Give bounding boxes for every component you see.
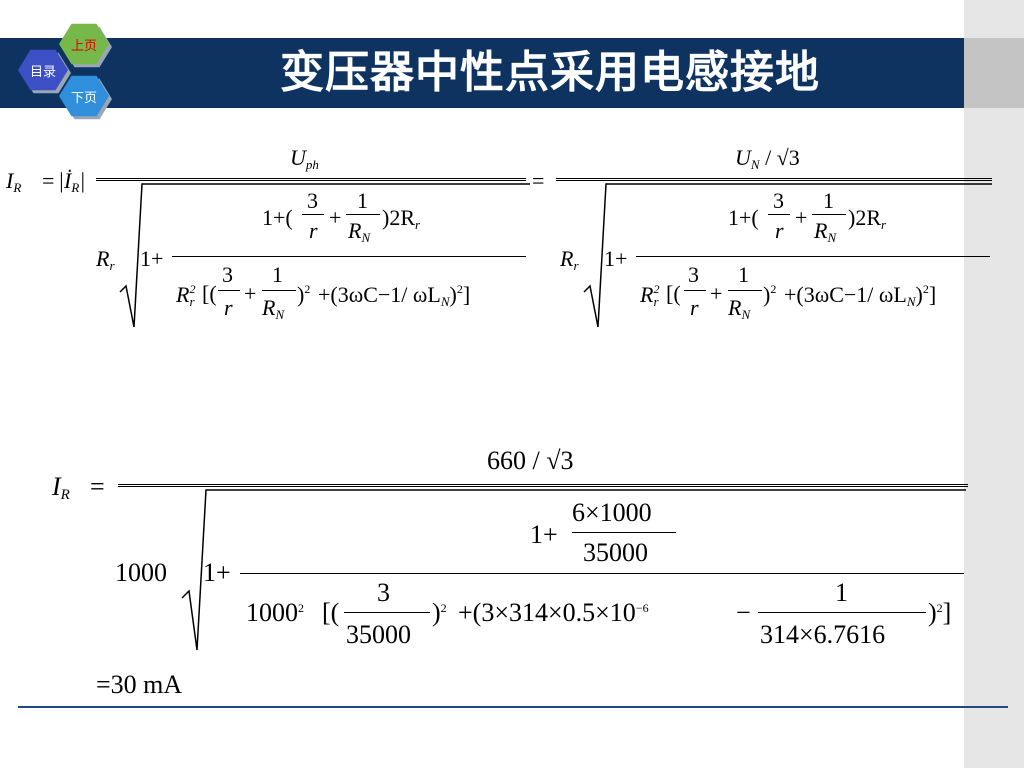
den-1000sq: 10002 [246,598,304,627]
main-fraction-bar-right [556,178,992,181]
f3-den: 35000 [346,620,411,649]
frac-r: r [690,295,699,320]
den-Rr2: R2r [176,282,196,309]
lhs-IR: IR [52,472,70,503]
frac-1: 1 [272,262,283,287]
plus: + [329,205,342,230]
rail-header-block [964,38,1024,108]
inner-frac-num: 6×1000 [572,498,652,527]
minus: − [736,598,751,627]
next-page-label: 下页 [70,90,97,106]
frac-3: 3 [222,262,233,287]
den-open: [( [202,281,217,306]
den-mid: +(3ωC−1/ ωLN)2] [318,282,471,309]
den-Rr2: R2r [640,282,660,309]
frac-RN: RN [814,218,837,245]
eq: = [90,472,105,501]
result: =30 mA [96,670,183,699]
right-rail [964,0,1024,768]
fraction-bar [758,612,926,613]
plus: + [710,281,723,306]
den-close-sq: )2 [432,598,447,627]
fraction-bar [572,532,676,533]
toc-label: 目录 [29,64,56,80]
Rr-right: Rr [560,246,579,273]
inner-num-open: 1+( [262,205,293,230]
inner-fraction-bar [240,573,964,574]
den-open: [( [322,598,340,627]
inner-fraction-bar [636,256,990,257]
frac-r: r [309,218,318,243]
fraction-bar [262,290,296,291]
frac-3: 3 [307,188,318,213]
fraction-bar [768,214,790,215]
den-close: )2 [763,282,777,307]
num-660: 660 / √3 [487,446,574,475]
fraction-bar [344,612,430,613]
eq-1: = [42,168,55,193]
radical-sign [583,183,992,328]
frac-3: 3 [688,262,699,287]
fraction-bar [684,290,706,291]
frac-RN: RN [728,295,751,322]
frac-1: 1 [357,188,368,213]
bottom-rule [18,706,1008,708]
radical-sign [181,489,966,651]
inner-num-open: 1+( [728,205,759,230]
main-fraction-bar [118,484,968,487]
num-Uph: Uph [290,145,319,172]
one-plus: 1+ [140,246,164,271]
den-close: )2] [928,598,952,627]
main-fraction-bar-left [96,178,526,181]
radical-sign [119,183,530,328]
den-mid: +(3ωC−1/ ωLN)2] [784,282,937,309]
prev-page-label: 上页 [70,38,97,54]
close-2Rr: )2Rr [382,205,421,232]
inner-fraction-bar [172,256,526,257]
frac-RN: RN [348,218,371,245]
frac-RN: RN [262,295,285,322]
inner-frac-den: 35000 [583,538,648,567]
fraction-bar [346,214,380,215]
coef-1000: 1000 [115,558,167,587]
lhs-IR: IR [6,168,22,195]
frac-r: r [224,295,233,320]
abs-IR: |İR| [58,168,86,195]
f3-num: 3 [377,578,390,607]
fraction-bar [812,214,846,215]
den-mid: +(3×314×0.5×10−6 [458,598,649,627]
fraction-bar [302,214,324,215]
frac-1: 1 [823,188,834,213]
eq-2: = [532,168,545,193]
close-2Rr: )2Rr [848,205,887,232]
frac-r: r [775,218,784,243]
den-open: [( [666,281,681,306]
frac-1: 1 [738,262,749,287]
one-plus: 1+ [203,558,231,587]
inner-one-plus: 1+ [530,520,558,549]
title-bar [0,38,964,108]
f4-num: 1 [835,578,848,607]
num-UN: UN / √3 [735,145,800,172]
fraction-bar [728,290,762,291]
plus: + [244,281,257,306]
one-plus: 1+ [604,246,628,271]
den-close: )2 [297,282,311,307]
f4-den: 314×6.7616 [760,620,886,649]
plus: + [795,205,808,230]
Rr-left: Rr [96,246,115,273]
page-title: 变压器中性点采用电感接地 [280,47,820,98]
frac-3: 3 [773,188,784,213]
fraction-bar [218,290,240,291]
